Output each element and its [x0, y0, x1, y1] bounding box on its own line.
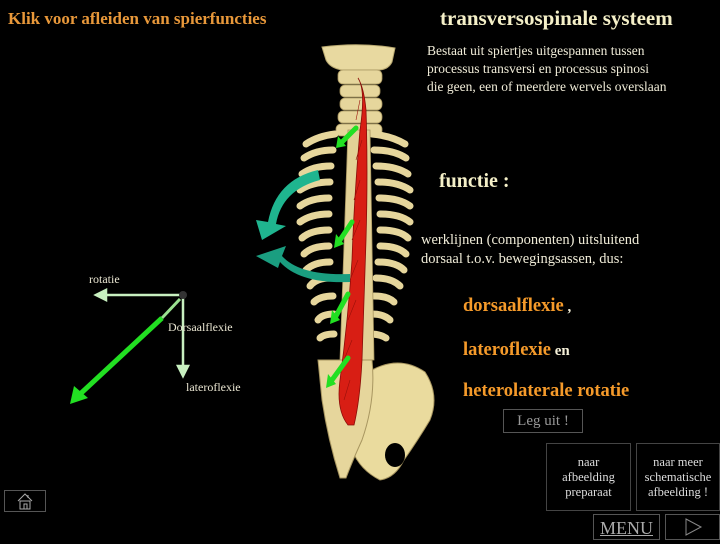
function-suffix: en — [551, 343, 570, 359]
dorsal-flexion-label: Dorsaalflexie — [168, 320, 233, 334]
function-term: dorsaalflexie — [463, 296, 564, 316]
function-suffix: , — [563, 299, 572, 315]
preparation-image-button[interactable]: naar afbeelding preparaat — [546, 443, 631, 511]
function-term: lateroflexie — [463, 340, 552, 360]
description-line: Bestaat uit spiertjes uitgespannen tusse… — [427, 43, 645, 58]
house-icon — [17, 493, 33, 510]
button-line: afbeelding ! — [647, 484, 709, 499]
function-term: heterolaterale rotatie — [463, 381, 630, 401]
function-item-lateral-flexion: lateroflexie en — [463, 340, 570, 361]
function-item-rotation: heterolaterale rotatie — [463, 381, 629, 402]
button-line: schematische — [644, 469, 712, 484]
spine-illustration-icon — [256, 44, 435, 481]
description-line: processus transversi en processus spinos… — [427, 61, 649, 76]
lateral-flexion-label: lateroflexie — [186, 380, 241, 394]
function-heading: functie : — [439, 170, 510, 192]
next-button[interactable] — [665, 514, 720, 540]
menu-button[interactable]: MENU — [593, 514, 660, 540]
page-title: transversospinale systeem — [440, 6, 673, 30]
function-intro-line: dorsaal t.o.v. bewegingsassen, dus: — [421, 251, 624, 267]
vector-arrow-icon — [70, 287, 191, 404]
button-line: naar meer — [653, 454, 703, 469]
explain-button[interactable]: Leg uit ! — [503, 409, 583, 433]
description-line: die geen, een of meerdere wervels oversl… — [427, 79, 667, 94]
button-line: preparaat — [565, 484, 612, 499]
function-item-dorsal-flexion: dorsaalflexie , — [463, 296, 571, 317]
function-intro-line: werklijnen (componenten) uitsluitend — [421, 232, 640, 248]
muscle-function-link[interactable]: Klik voor afleiden van spierfuncties — [8, 9, 267, 28]
schematic-image-button[interactable]: naar meer schematische afbeelding ! — [636, 443, 720, 511]
rotation-label: rotatie — [89, 272, 120, 286]
button-line: afbeelding — [562, 469, 615, 484]
home-button[interactable] — [4, 490, 46, 512]
button-line: naar — [577, 454, 600, 469]
function-intro: werklijnen (componenten) uitsluitend dor… — [421, 231, 639, 269]
play-triangle-icon — [685, 518, 703, 536]
description-text: Bestaat uit spiertjes uitgespannen tusse… — [427, 42, 667, 96]
